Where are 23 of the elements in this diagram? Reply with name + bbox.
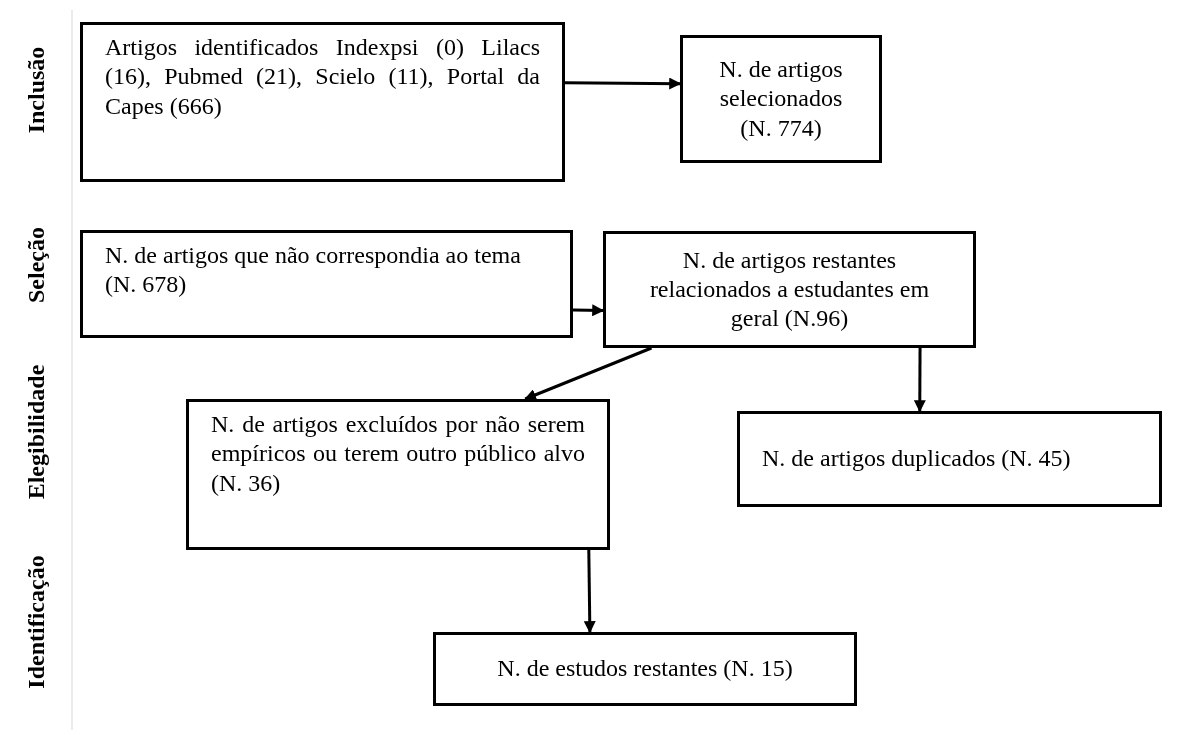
process-box xyxy=(603,231,976,348)
arrow xyxy=(524,346,653,401)
arrow xyxy=(565,77,682,90)
box-text: N. de artigos selecionados (N. 774) xyxy=(718,55,844,143)
box-text: N. de artigos que não correspondia ao tema (N. 678) xyxy=(105,241,522,300)
phase-label: Elegibilidade xyxy=(22,364,50,500)
box-text: N. de artigos duplicados (N. 45) xyxy=(762,444,1072,474)
arrow xyxy=(583,549,596,634)
process-box xyxy=(737,411,1162,507)
arrow xyxy=(572,304,605,317)
process-box xyxy=(80,230,573,338)
process-box xyxy=(680,35,882,163)
phase-label: Identificação xyxy=(22,555,50,689)
phase-label: Inclusão xyxy=(22,46,50,134)
process-box xyxy=(186,399,610,550)
arrow xyxy=(913,348,926,413)
process-box xyxy=(80,22,565,182)
phase-label: Seleção xyxy=(22,227,50,303)
box-text: N. de estudos restantes (N. 15) xyxy=(496,654,794,684)
box-text: N. de artigos restantes relacionados a estudantes em geral (N.96) xyxy=(648,245,931,334)
box-text: N. de artigos excluídos por não serem empíricos ou terem outro público alvo (N. 36) xyxy=(211,410,585,498)
box-text: Artigos identificados Indexpsi (0) Lilacs (16), Pubmed (21), Scielo (11), Portal da Capes (666) xyxy=(105,33,540,121)
process-box xyxy=(433,632,857,706)
